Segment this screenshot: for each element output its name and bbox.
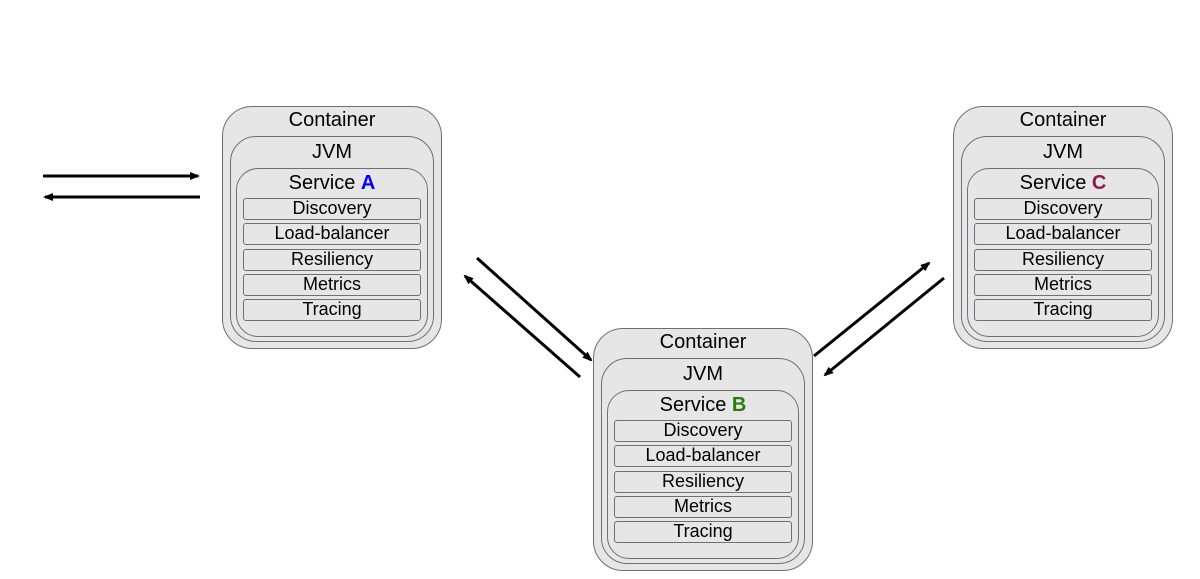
- jvm-box: JVM Service A Discovery Load-balancer Re…: [230, 136, 434, 342]
- component-list: Discovery Load-balancer Resiliency Metri…: [614, 420, 792, 546]
- arrow-service-c-to-service-b: [823, 276, 945, 377]
- jvm-label: JVM: [312, 141, 352, 163]
- jvm-label: JVM: [683, 363, 723, 385]
- jvm-box: JVM Service B Discovery Load-balancer Re…: [601, 358, 805, 564]
- arrow-service-b-to-service-a: [463, 274, 581, 379]
- container-service-b: Container JVM Service B Discovery Load-b…: [593, 328, 813, 571]
- component-discovery: Discovery: [614, 420, 792, 442]
- component-load-balancer: Load-balancer: [243, 223, 421, 246]
- service-letter-b: B: [731, 394, 747, 416]
- component-discovery: Discovery: [974, 198, 1152, 220]
- component-metrics: Metrics: [614, 495, 792, 518]
- container-label: Container: [659, 331, 747, 353]
- component-resiliency: Resiliency: [243, 248, 421, 271]
- service-letter-a: A: [360, 172, 376, 194]
- jvm-label: JVM: [1043, 141, 1083, 163]
- service-c-box: Service C Discovery Load-balancer Resili…: [967, 168, 1159, 337]
- component-tracing: Tracing: [974, 299, 1152, 322]
- component-discovery: Discovery: [243, 198, 421, 220]
- service-letter-c: C: [1091, 172, 1107, 194]
- jvm-box: JVM Service C Discovery Load-balancer Re…: [961, 136, 1165, 342]
- component-list: Discovery Load-balancer Resiliency Metri…: [974, 198, 1152, 324]
- service-title: Service C: [968, 171, 1158, 195]
- component-metrics: Metrics: [243, 273, 421, 296]
- component-tracing: Tracing: [614, 521, 792, 544]
- service-title: Service A: [237, 171, 427, 195]
- component-metrics: Metrics: [974, 273, 1152, 296]
- component-load-balancer: Load-balancer: [974, 223, 1152, 246]
- service-word: Service: [659, 394, 727, 416]
- service-b-box: Service B Discovery Load-balancer Resili…: [607, 390, 799, 559]
- component-resiliency: Resiliency: [614, 470, 792, 493]
- component-tracing: Tracing: [243, 299, 421, 322]
- container-label: Container: [288, 109, 376, 131]
- arrow-service-a-to-service-b: [475, 256, 593, 362]
- component-resiliency: Resiliency: [974, 248, 1152, 271]
- arrow-service-b-to-service-c: [813, 261, 931, 358]
- container-service-a: Container JVM Service A Discovery Load-b…: [222, 106, 442, 349]
- service-word: Service: [288, 172, 356, 194]
- service-word: Service: [1019, 172, 1087, 194]
- component-list: Discovery Load-balancer Resiliency Metri…: [243, 198, 421, 324]
- component-load-balancer: Load-balancer: [614, 445, 792, 468]
- container-service-c: Container JVM Service C Discovery Load-b…: [953, 106, 1173, 349]
- container-label: Container: [1019, 109, 1107, 131]
- service-a-box: Service A Discovery Load-balancer Resili…: [236, 168, 428, 337]
- service-title: Service B: [608, 393, 798, 417]
